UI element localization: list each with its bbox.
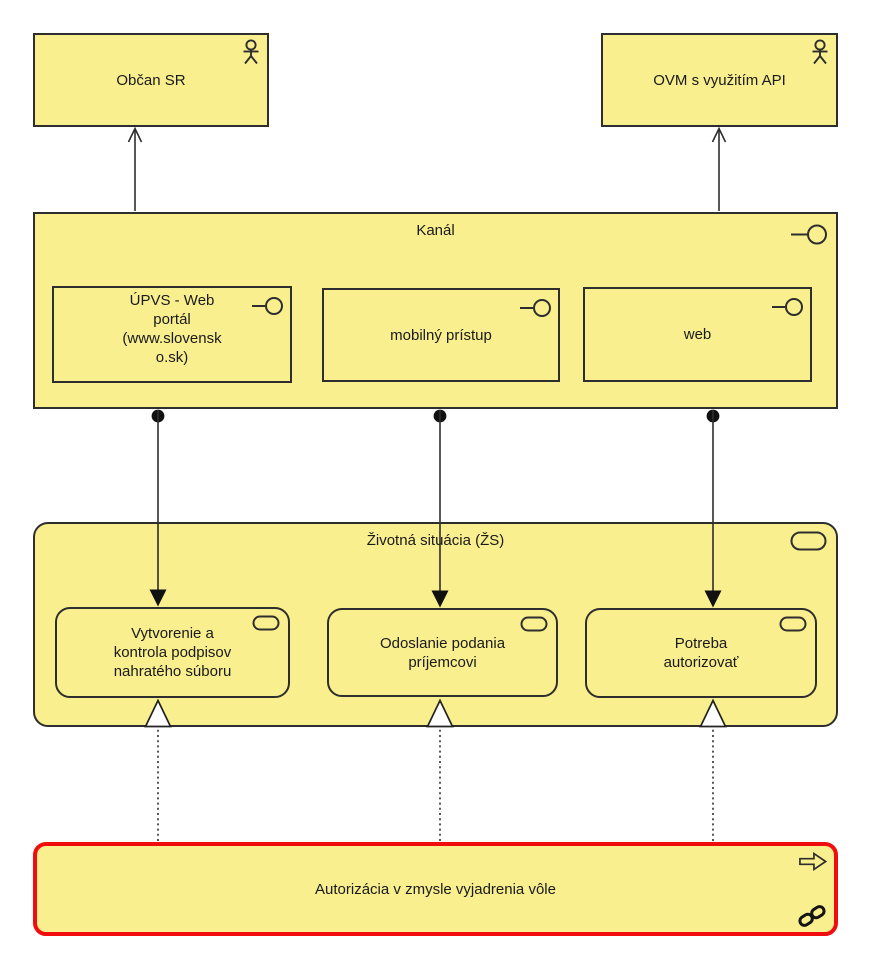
node-label: Vytvorenie a kontrola podpisov nahratého… bbox=[113, 625, 232, 680]
business-actor-icon bbox=[240, 39, 262, 65]
interface-icon bbox=[519, 298, 552, 318]
node-label: Občan SR bbox=[116, 71, 186, 89]
node-autorizacia-vyjadrenie-vole[interactable]: Autorizácia v zmysle vyjadrenia vôle bbox=[33, 842, 838, 936]
node-label: Autorizácia v zmysle vyjadrenia vôle bbox=[315, 880, 556, 898]
node-label: Potreba autorizovať bbox=[663, 635, 739, 671]
flow-arrow-icon bbox=[799, 852, 827, 871]
connector-serving-kanal-ovm bbox=[711, 126, 727, 211]
node-potreba-autorizovat[interactable]: Potreba autorizovať bbox=[585, 608, 817, 698]
rounded-process-icon bbox=[779, 616, 807, 632]
node-odoslanie-podania[interactable]: Odoslanie podania príjemcovi bbox=[327, 608, 558, 697]
business-actor-icon bbox=[809, 39, 831, 65]
node-label: ÚPVS - Web portál (www.slovensk o.sk) bbox=[122, 292, 222, 366]
interface-icon bbox=[790, 223, 828, 246]
interface-icon bbox=[771, 297, 804, 317]
node-obcan-sr[interactable]: Občan SR bbox=[33, 33, 269, 127]
rounded-process-icon bbox=[252, 615, 280, 631]
node-label: OVM s využitím API bbox=[653, 71, 786, 89]
node-mobilny-pristup[interactable]: mobilný prístup bbox=[322, 288, 560, 382]
node-web[interactable]: web bbox=[583, 287, 812, 382]
node-label: mobilný prístup bbox=[390, 326, 492, 344]
rounded-process-icon bbox=[520, 616, 548, 632]
node-upvs-web-portal[interactable]: ÚPVS - Web portál (www.slovensk o.sk) bbox=[52, 286, 292, 383]
chain-link-icon bbox=[797, 903, 827, 929]
rounded-process-icon bbox=[790, 531, 827, 551]
node-label: Životná situácia (ŽS) bbox=[366, 532, 505, 549]
node-label: web bbox=[683, 326, 712, 343]
node-ovm-api[interactable]: OVM s využitím API bbox=[601, 33, 838, 127]
connector-serving-kanal-obcan bbox=[127, 126, 143, 211]
interface-icon bbox=[251, 296, 284, 316]
node-label: Kanál bbox=[416, 222, 455, 239]
node-label: Odoslanie podania príjemcovi bbox=[379, 634, 506, 671]
node-vytvorenie-kontrola-podpisov[interactable]: Vytvorenie a kontrola podpisov nahratého… bbox=[55, 607, 290, 698]
